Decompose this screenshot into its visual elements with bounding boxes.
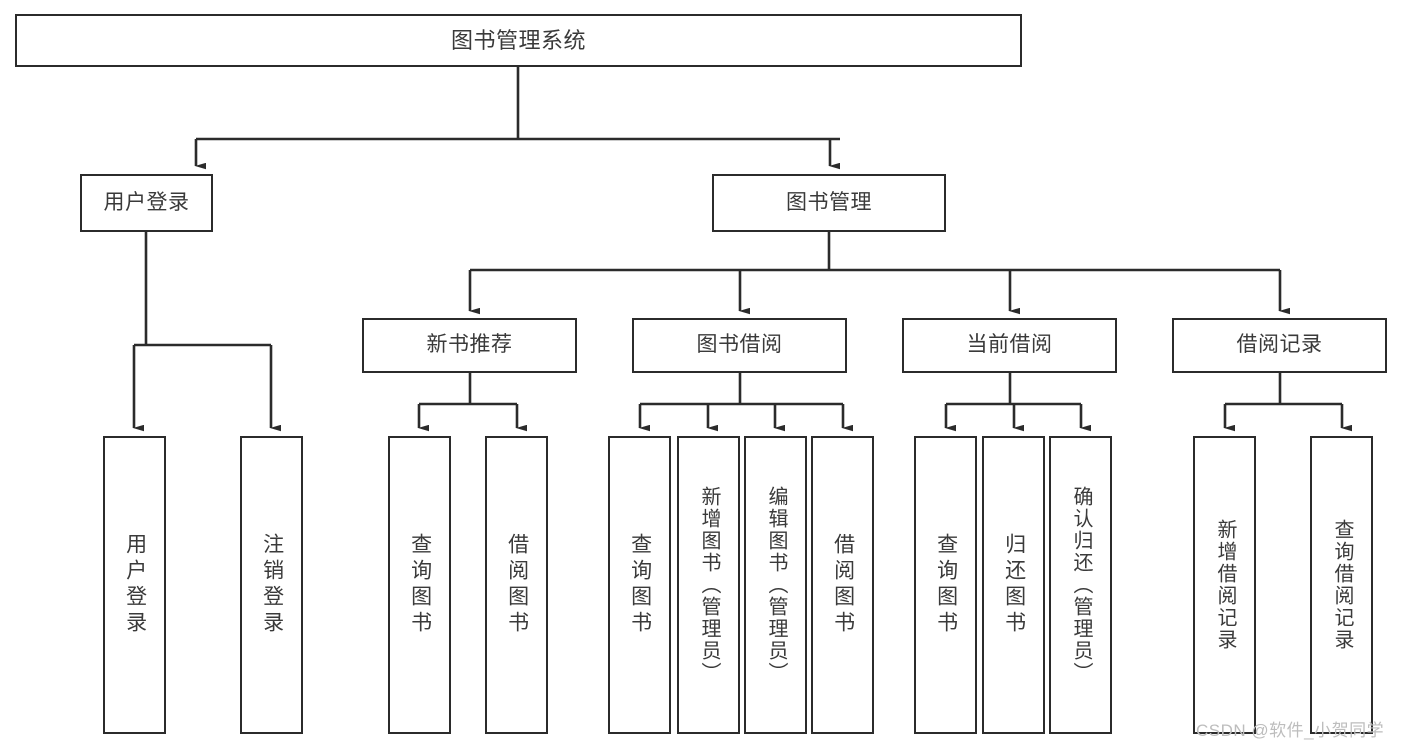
csdn-watermark: CSDN @软件_小贺同学 [1196, 721, 1385, 740]
node-new-book-recommend[interactable]: 新书推荐 [362, 318, 577, 373]
leaf-query-book-current[interactable]: 查询图书 [914, 436, 977, 734]
leaf-user-login[interactable]: 用户登录 [103, 436, 166, 734]
leaf-add-book-admin[interactable]: 新增图书（管理员） [677, 436, 740, 734]
leaf-edit-book-admin[interactable]: 编辑图书（管理员） [744, 436, 807, 734]
node-book-borrow[interactable]: 图书借阅 [632, 318, 847, 373]
leaf-return-book[interactable]: 归还图书 [982, 436, 1045, 734]
leaf-query-book-recommend[interactable]: 查询图书 [388, 436, 451, 734]
node-user-login[interactable]: 用户登录 [80, 174, 213, 232]
node-book-management[interactable]: 图书管理 [712, 174, 946, 232]
leaf-confirm-return-admin[interactable]: 确认归还（管理员） [1049, 436, 1112, 734]
leaf-user-logout[interactable]: 注销登录 [240, 436, 303, 734]
node-root[interactable]: 图书管理系统 [15, 14, 1022, 67]
node-current-borrow[interactable]: 当前借阅 [902, 318, 1117, 373]
leaf-query-borrow-record[interactable]: 查询借阅记录 [1310, 436, 1373, 734]
leaf-borrow-book[interactable]: 借阅图书 [811, 436, 874, 734]
leaf-add-borrow-record[interactable]: 新增借阅记录 [1193, 436, 1256, 734]
leaf-borrow-book-recommend[interactable]: 借阅图书 [485, 436, 548, 734]
node-borrow-record[interactable]: 借阅记录 [1172, 318, 1387, 373]
leaf-query-book-borrow[interactable]: 查询图书 [608, 436, 671, 734]
